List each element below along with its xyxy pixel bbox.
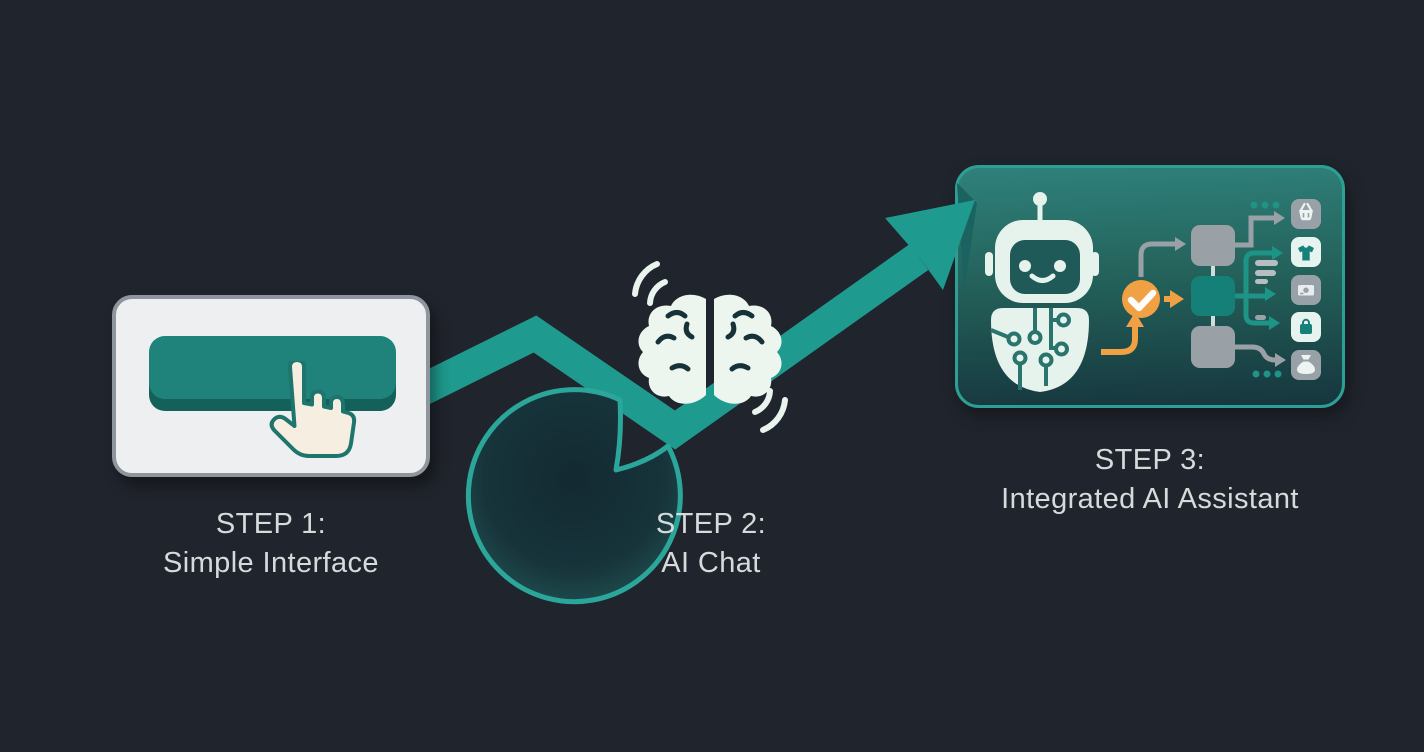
cash-icon	[1298, 285, 1314, 296]
step2-subtitle: AI Chat	[661, 547, 761, 579]
basket-icon	[1299, 202, 1313, 221]
robot-circuit-lines	[990, 308, 1071, 390]
step3-label: STEP 3: Integrated AI Assistant	[1001, 441, 1299, 519]
step1-card	[112, 295, 430, 477]
step3-subtitle: Integrated AI Assistant	[1001, 483, 1299, 515]
teal-connectors	[1235, 250, 1272, 326]
gray-connectors	[1138, 215, 1276, 363]
step3-card	[955, 165, 1345, 408]
shopping-bag-icon	[1300, 318, 1312, 334]
arrowhead	[885, 200, 975, 290]
flow-node-top	[1191, 225, 1235, 266]
flow-node-bottom	[1191, 326, 1235, 368]
flow-nodes	[1191, 225, 1235, 368]
step1-label: STEP 1: Simple Interface	[163, 505, 379, 583]
money-bag-icon	[1297, 355, 1315, 374]
orange-right-arrowhead	[1170, 290, 1184, 308]
step2-title: STEP 2:	[655, 508, 767, 540]
vibration-arcs	[632, 261, 788, 433]
step2-label: STEP 2: AI Chat	[656, 505, 766, 583]
zigzag-band	[400, 243, 929, 450]
orange-up-arrowhead	[1126, 312, 1144, 327]
product-tiles	[1291, 199, 1321, 380]
teal-dots	[1250, 201, 1282, 378]
hand-cursor-icon	[269, 361, 357, 458]
step1-subtitle: Simple Interface	[163, 547, 379, 579]
tshirt-icon	[1298, 245, 1314, 261]
robot-face	[1010, 240, 1080, 294]
checkmark-circle-icon	[1101, 280, 1184, 355]
illustrated-button	[149, 336, 396, 399]
brain-folds	[655, 310, 765, 372]
list-bars	[1255, 260, 1278, 320]
step3-title: STEP 3:	[1094, 444, 1206, 476]
speech-bubble-shape	[465, 387, 683, 605]
robot-icon	[985, 192, 1099, 392]
step1-title: STEP 1:	[215, 508, 327, 540]
step3-illustration	[985, 192, 1321, 392]
flow-node-middle	[1191, 276, 1235, 316]
brain-icon	[638, 294, 782, 404]
